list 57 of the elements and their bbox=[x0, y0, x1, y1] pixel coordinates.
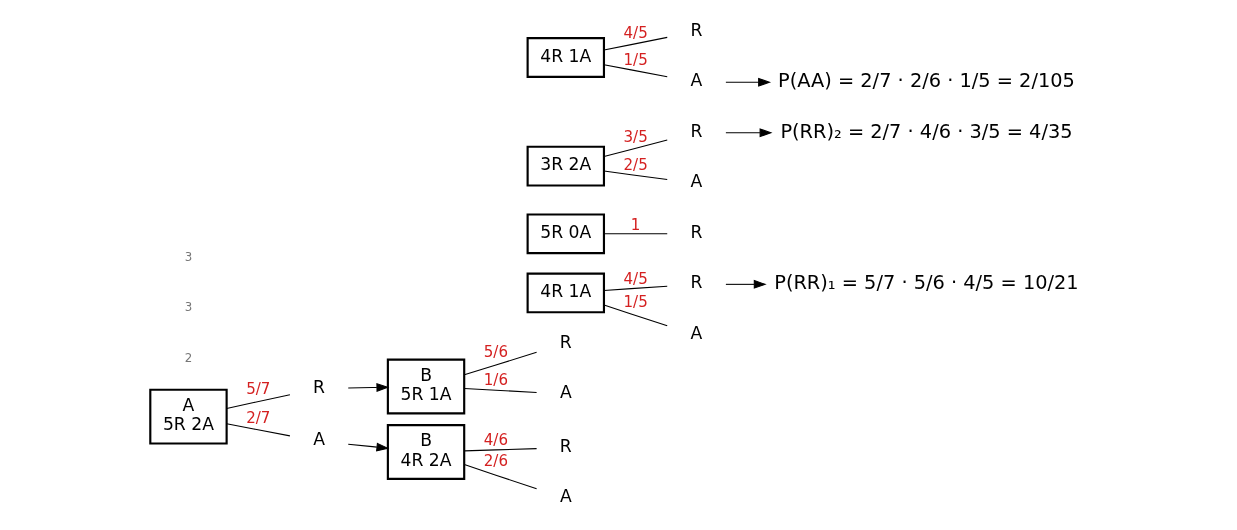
edge-label: 4/5 bbox=[623, 269, 648, 288]
node-box: 4R 1A bbox=[526, 37, 605, 78]
connector bbox=[602, 64, 668, 78]
node-text: P(RR)₂ = 2/7 · 4/6 · 3/5 = 4/35 bbox=[779, 119, 1073, 143]
node-text: R bbox=[559, 435, 572, 456]
edge-label: 1/5 bbox=[623, 293, 648, 312]
node-box: 4R 1A bbox=[526, 272, 605, 314]
edge-label: 5/7 bbox=[245, 380, 270, 399]
connector bbox=[225, 394, 290, 410]
node-text: A bbox=[312, 429, 325, 450]
label: 2 bbox=[184, 350, 192, 365]
edge-label: 2/5 bbox=[623, 155, 648, 174]
node-text: R bbox=[689, 221, 702, 242]
node-box: 5R 0A bbox=[526, 213, 605, 255]
node-box: 3R 2A bbox=[526, 145, 605, 187]
arrow bbox=[347, 382, 389, 392]
connector bbox=[602, 233, 668, 235]
edge-label: 1/5 bbox=[623, 51, 648, 70]
arrow bbox=[724, 128, 772, 138]
node-text: A bbox=[690, 322, 702, 343]
node-text: R bbox=[689, 272, 702, 293]
node-box: B 5R 1A bbox=[386, 358, 465, 415]
edge-label: 2/6 bbox=[483, 452, 508, 471]
node-text: R bbox=[312, 376, 325, 397]
node-text: A bbox=[690, 70, 702, 91]
edge-label: 3/5 bbox=[623, 127, 648, 146]
connector bbox=[463, 387, 537, 393]
connector bbox=[602, 139, 668, 157]
node-text: P(AA) = 2/7 · 2/6 · 1/5 = 2/105 bbox=[777, 68, 1075, 92]
label: 3 bbox=[184, 300, 192, 315]
node-text: A bbox=[559, 382, 572, 403]
edge-label: 2/7 bbox=[245, 409, 270, 428]
edge-label: 4/6 bbox=[483, 430, 508, 449]
node-text: R bbox=[689, 120, 702, 141]
edge-label: 1 bbox=[630, 215, 640, 234]
arrow bbox=[724, 77, 771, 87]
connector bbox=[602, 170, 668, 181]
node-text: R bbox=[559, 331, 572, 352]
node-text: P(RR)₁ = 5/7 · 5/6 · 4/5 = 10/21 bbox=[773, 271, 1079, 295]
connector bbox=[602, 285, 668, 291]
edge-label: 1/6 bbox=[483, 370, 508, 389]
node-box: A 5R 2A bbox=[148, 388, 228, 445]
node-text: A bbox=[559, 486, 572, 507]
node-text: A bbox=[690, 171, 702, 192]
connector bbox=[463, 464, 537, 490]
connector bbox=[463, 448, 537, 452]
arrow bbox=[347, 442, 389, 452]
arrow bbox=[724, 279, 767, 289]
node-text: R bbox=[689, 19, 702, 40]
edge-label: 5/6 bbox=[483, 342, 508, 361]
connector bbox=[225, 423, 290, 437]
node-box: B 4R 2A bbox=[386, 424, 465, 480]
edge-label: 4/5 bbox=[623, 24, 648, 43]
connector bbox=[602, 36, 668, 51]
connector bbox=[602, 304, 668, 327]
connector bbox=[463, 351, 537, 376]
label: 3 bbox=[184, 249, 192, 264]
